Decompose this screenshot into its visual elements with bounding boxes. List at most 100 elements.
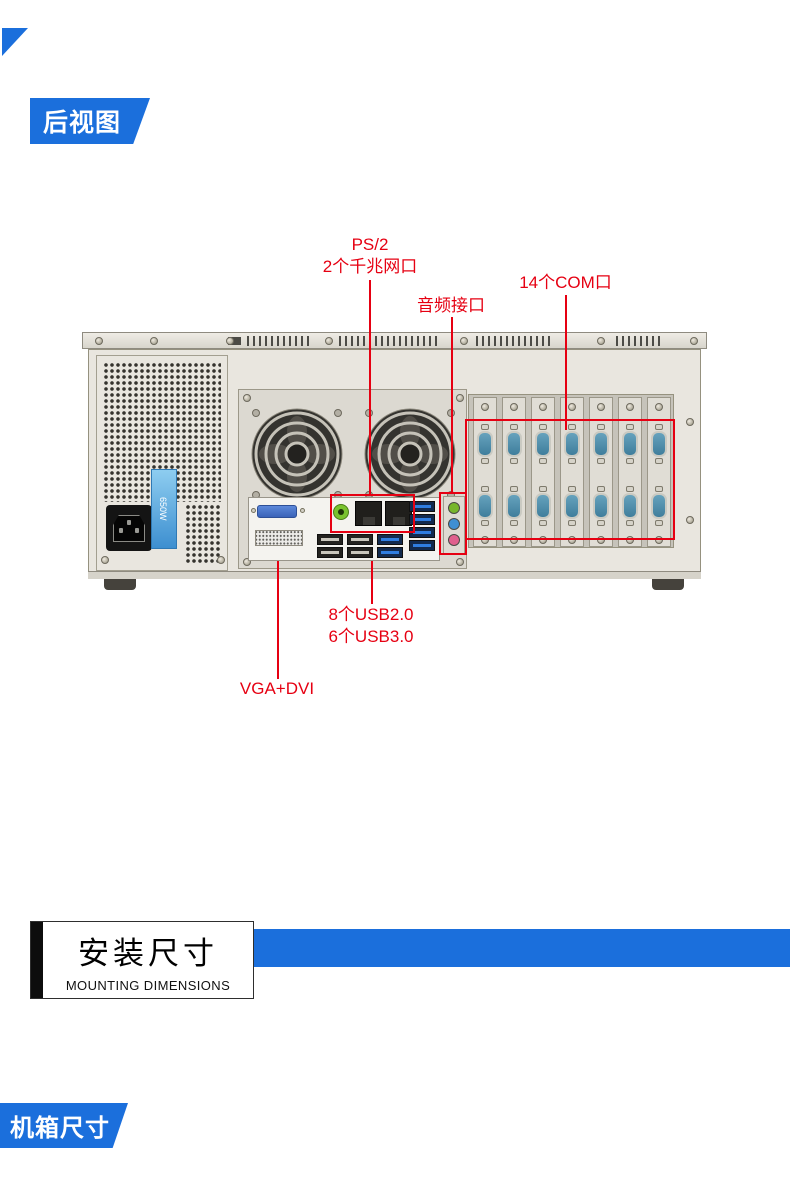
screw (325, 337, 333, 345)
lan-port (385, 501, 412, 526)
dsub-nut (481, 486, 489, 492)
usb-annotation-line1: 8个USB2.0 (328, 605, 414, 624)
audio-jack-lineout (448, 502, 460, 514)
screw (217, 556, 225, 564)
screw (481, 403, 489, 411)
audio-highlight-box (439, 492, 467, 555)
dsub-nut (568, 486, 576, 492)
dsub-nut (626, 458, 634, 464)
audio-annotation-label: 音频接口 (417, 296, 485, 315)
vga-port (257, 505, 297, 518)
dsub-nut (510, 424, 518, 430)
chassis-size-tag-label: 机箱尺寸 (10, 1115, 110, 1142)
dsub-nut (626, 424, 634, 430)
expansion-bracket (473, 397, 497, 547)
com-port (591, 486, 611, 528)
screw (510, 536, 518, 544)
expansion-bracket (647, 397, 671, 547)
io-shield (248, 497, 440, 561)
com-port (562, 486, 582, 528)
screw (510, 403, 518, 411)
dsub-shell (651, 431, 667, 457)
psu-wattage-sticker: 650W (151, 469, 177, 549)
expansion-bracket (560, 397, 584, 547)
screw (243, 558, 251, 566)
flange-cutout (228, 337, 241, 345)
ps2-port (333, 504, 349, 520)
chassis-foot (104, 579, 136, 590)
dsub-nut (568, 458, 576, 464)
com-port (475, 424, 495, 466)
usb2-port (317, 547, 343, 558)
dvi-port (255, 530, 303, 546)
power-inlet-socket (113, 515, 145, 542)
lan-port (355, 501, 382, 526)
screw (690, 337, 698, 345)
expansion-bracket (589, 397, 613, 547)
dsub-nut (597, 520, 605, 526)
usb2-port (347, 534, 373, 545)
usb3-port (409, 501, 435, 512)
dsub-nut (510, 520, 518, 526)
com-highlight-box (465, 419, 675, 540)
dsub-nut (481, 520, 489, 526)
dsub-shell (506, 493, 522, 519)
dsub-nut (568, 424, 576, 430)
flange-vent-slats (476, 336, 554, 346)
screw (226, 337, 234, 345)
screw (150, 337, 158, 345)
com-port (562, 424, 582, 466)
chassis-size-tag: 机箱尺寸 (0, 1103, 128, 1148)
com-port (620, 424, 640, 466)
audio-jack-mic (448, 534, 460, 546)
screw (686, 418, 694, 426)
dsub-nut (626, 520, 634, 526)
mounting-section-header: 安装尺寸 MOUNTING DIMENSIONS (30, 921, 254, 999)
vga-annotation-label: VGA+DVI (239, 679, 315, 698)
dsub-nut (655, 458, 663, 464)
audio-jack-linein (448, 518, 460, 530)
com-port (533, 486, 553, 528)
dsub-nut (655, 486, 663, 492)
expansion-bracket (531, 397, 555, 547)
psu-vent-grid (185, 504, 221, 564)
com-port (475, 486, 495, 528)
dsub-nut (539, 486, 547, 492)
audio-annotation: 音频接口 (411, 295, 491, 317)
ps2-annotation: PS/2 2个千兆网口 (295, 234, 445, 278)
power-inlet (106, 505, 152, 551)
screw (686, 516, 694, 524)
screw (251, 508, 256, 513)
screw (597, 536, 605, 544)
dsub-shell (651, 493, 667, 519)
usb-leader-line (371, 561, 373, 604)
ps2-leader-line (369, 280, 371, 494)
screw (101, 556, 109, 564)
com-annotation-label: 14个COM口 (519, 273, 612, 292)
ps2-annotation-line2: 2个千兆网口 (322, 257, 418, 276)
dsub-shell (477, 493, 493, 519)
ps2-annotation-line1: PS/2 (351, 235, 389, 254)
power-supply-unit: 650W (96, 355, 228, 571)
screw (95, 337, 103, 345)
dsub-nut (481, 458, 489, 464)
expansion-bracket (618, 397, 642, 547)
screw (243, 394, 251, 402)
screw (568, 536, 576, 544)
ps2-lan-highlight-box (330, 494, 415, 533)
usb3-port (409, 540, 435, 551)
com-annotation: 14个COM口 (513, 272, 618, 294)
header-black-strip (31, 922, 43, 998)
screw (626, 536, 634, 544)
section-accent-bar (200, 929, 790, 967)
screw (539, 403, 547, 411)
dsub-nut (597, 424, 605, 430)
com-port (649, 424, 669, 466)
dsub-nut (539, 520, 547, 526)
dsub-nut (510, 486, 518, 492)
screw (568, 403, 576, 411)
fan-panel (238, 389, 467, 569)
screw (456, 394, 464, 402)
com-port (504, 424, 524, 466)
dsub-shell (622, 431, 638, 457)
